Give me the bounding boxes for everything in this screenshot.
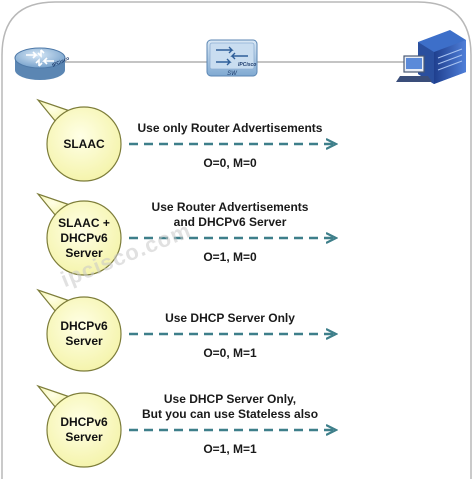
speech-bubble (46, 392, 122, 468)
row-description-line: Use Router Advertisements (151, 200, 309, 214)
row-flags: O=1, M=1 (203, 442, 257, 456)
row-flags: O=0, M=1 (203, 346, 257, 360)
speech-bubble (46, 106, 122, 182)
bubble-seam (56, 397, 69, 409)
switch-label: IPCisco (238, 62, 256, 68)
bubble-label-line: SLAAC (63, 136, 105, 151)
bubble-seam (56, 205, 69, 217)
row-description: Use DHCP Server Only,But you can use Sta… (130, 392, 330, 422)
row-flags: O=0, M=0 (203, 156, 257, 170)
row-1 (36, 98, 336, 182)
switch-icon: IPCisco SW (206, 39, 258, 77)
row-description: Use DHCP Server Only (130, 311, 330, 326)
row-4 (36, 384, 336, 468)
row-2 (36, 192, 336, 276)
row-description: Use only Router Advertisements (130, 121, 330, 136)
bubble-label: SLAAC (44, 137, 124, 152)
bubble-label-line: DHCPv6 (60, 319, 108, 333)
row-flags: O=1, M=0 (203, 250, 257, 264)
row-description-line: Use only Router Advertisements (137, 121, 323, 135)
bubble-label-line: Server (65, 245, 103, 260)
bubble-label-line: SLAAC + (58, 215, 110, 230)
server-icon (396, 30, 466, 84)
bubble-seam (56, 111, 69, 123)
bubble-seam (56, 301, 69, 313)
bubble-label-line: DHCPv6 (60, 415, 108, 429)
bubble-label-line: Server (65, 334, 103, 348)
row-description-line: But you can use Stateless also (141, 407, 319, 421)
bubble-label-line: Server (65, 430, 103, 444)
speech-bubble (46, 200, 122, 276)
speech-bubble (46, 296, 122, 372)
row-3 (36, 288, 336, 372)
row-description-line: Use DHCP Server Only (165, 311, 295, 325)
router-icon: IPCisco (14, 47, 70, 80)
bubble-label-line: DHCPv6 (60, 230, 108, 245)
row-description-line: and DHCPv6 Server (173, 215, 287, 229)
row-description-line: Use DHCP Server Only, (163, 392, 297, 406)
switch-sublabel: SW (227, 71, 238, 77)
rows-layer (36, 98, 336, 468)
